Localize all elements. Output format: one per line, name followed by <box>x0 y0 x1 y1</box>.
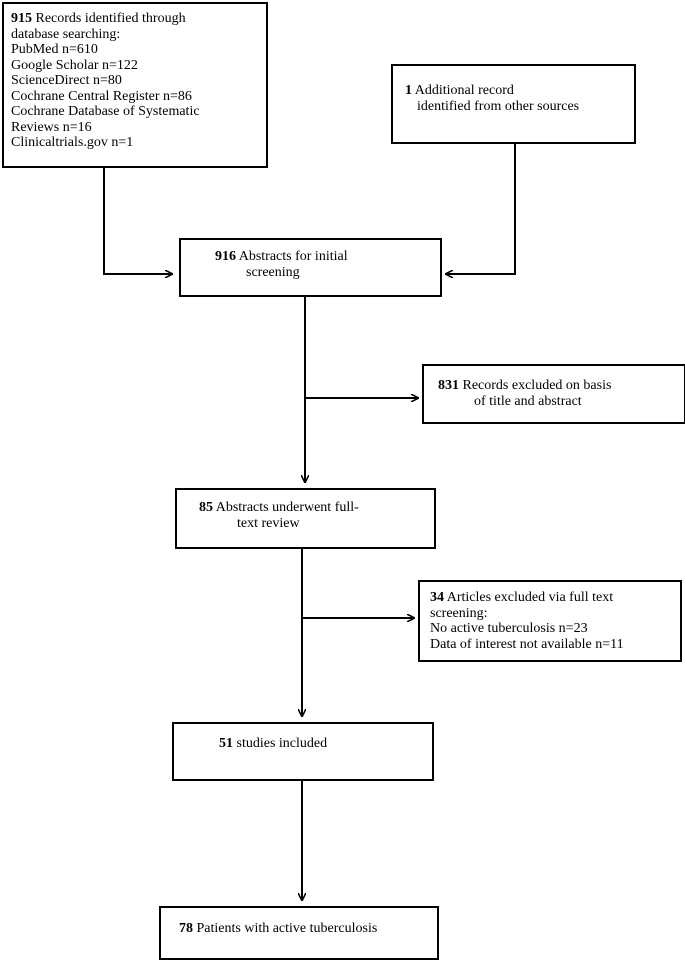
patients-box: 78 Patients with active tuberculosis <box>159 906 439 960</box>
database-line-6: Cochrane Database of Systematic <box>11 104 200 119</box>
studies-included-count: 51 <box>219 736 233 751</box>
full-text-count: 85 <box>199 500 213 515</box>
excluded-full-text-line-1: screening: <box>430 605 488 621</box>
excluded-full-text-line-3: Data of interest not available n=11 <box>430 636 624 652</box>
screening-line-1: screening <box>246 264 300 280</box>
database-line-3: Google Scholar n=122 <box>11 57 138 73</box>
screening-count: 916 <box>215 249 236 264</box>
full-text-line-1: text review <box>237 515 300 531</box>
other-sources-count: 1 <box>405 83 412 98</box>
arrow-database-to-screening <box>103 166 172 274</box>
database-count: 915 <box>11 11 32 26</box>
excluded-full-text-line-2: No active tuberculosis n=23 <box>430 621 588 636</box>
excluded-title-count: 831 <box>438 378 459 393</box>
studies-included-line-0: studies included <box>236 736 328 751</box>
database-line-2: PubMed n=610 <box>11 42 98 57</box>
database-line-5: Cochrane Central Register n=86 <box>11 88 192 104</box>
patients-count: 78 <box>179 921 193 936</box>
database-line-1: database searching: <box>11 26 121 42</box>
excluded-full-text-box: 34 Articles excluded via full text scree… <box>418 580 682 662</box>
database-records-box: 915 Records identified through database … <box>2 2 268 168</box>
arrow-other-to-screening <box>446 142 516 274</box>
database-line-8: Clinicaltrials.gov n=1 <box>11 135 134 150</box>
excluded-title-box: 831 Records excluded on basis of title a… <box>422 364 685 424</box>
database-line-7: Reviews n=16 <box>11 119 92 135</box>
patients-line-0: Patients with active tuberculosis <box>196 921 378 936</box>
studies-included-box: 51 studies included <box>172 722 434 781</box>
database-line-4: ScienceDirect n=80 <box>11 73 122 88</box>
other-sources-line-0: Additional record <box>414 83 514 98</box>
excluded-full-text-count: 34 <box>430 590 444 605</box>
screening-line-0: Abstracts for initial <box>238 249 348 264</box>
other-sources-box: 1 Additional record identified from othe… <box>391 64 636 144</box>
other-sources-line-1: identified from other sources <box>417 98 580 114</box>
excluded-title-line-0: Records excluded on basis <box>462 378 612 393</box>
excluded-title-line-1: of title and abstract <box>474 393 582 409</box>
full-text-line-0: Abstracts underwent full- <box>215 500 359 515</box>
excluded-full-text-line-0: Articles excluded via full text <box>446 590 614 605</box>
screening-box: 916 Abstracts for initial screening <box>179 238 442 297</box>
full-text-review-box: 85 Abstracts underwent full- text review <box>175 488 436 549</box>
database-line-0: Records identified through <box>35 11 186 26</box>
